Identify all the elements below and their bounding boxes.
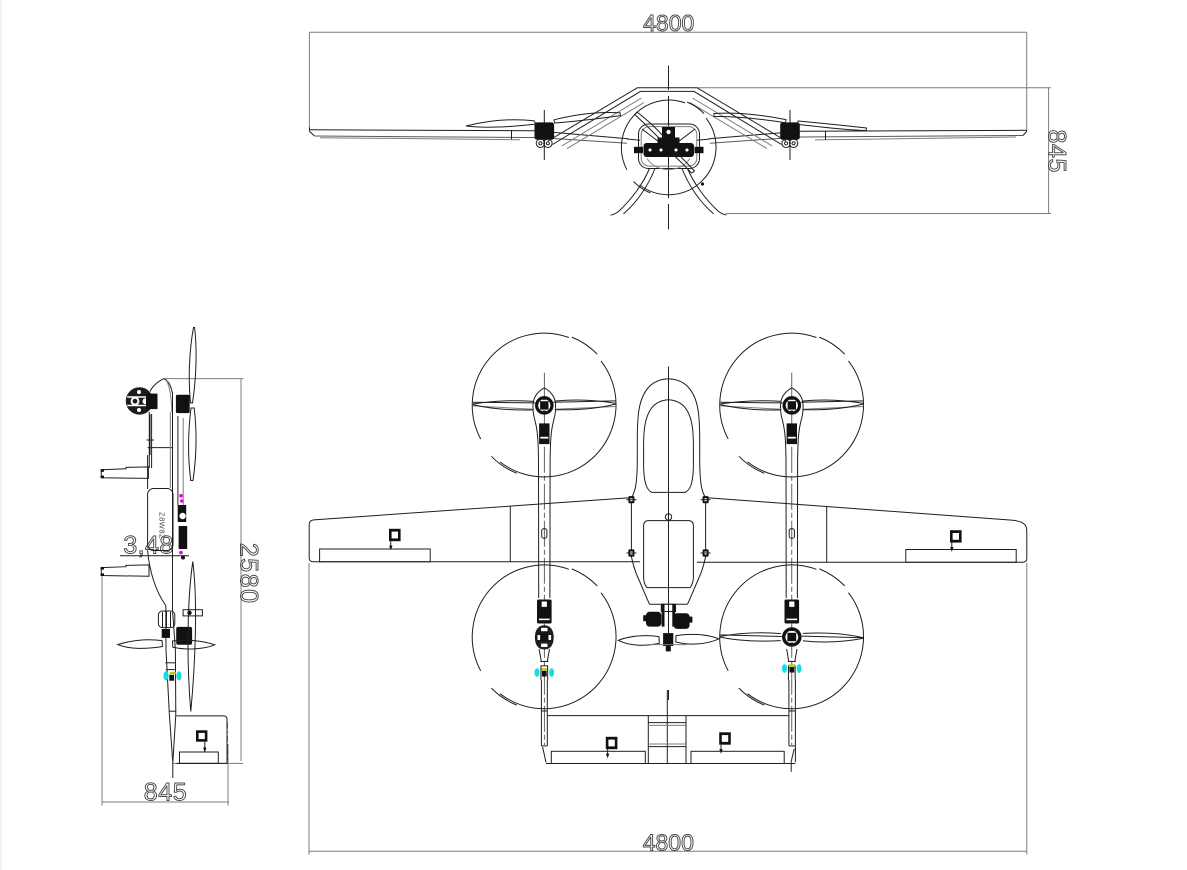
svg-text:4800: 4800 <box>643 10 694 36</box>
svg-text:845: 845 <box>1042 130 1070 174</box>
svg-text:2580: 2580 <box>235 543 263 605</box>
svg-text:845: 845 <box>144 779 188 807</box>
svg-text:Z8W8Z: Z8W8Z <box>158 512 167 539</box>
svg-text:4800: 4800 <box>643 829 694 855</box>
